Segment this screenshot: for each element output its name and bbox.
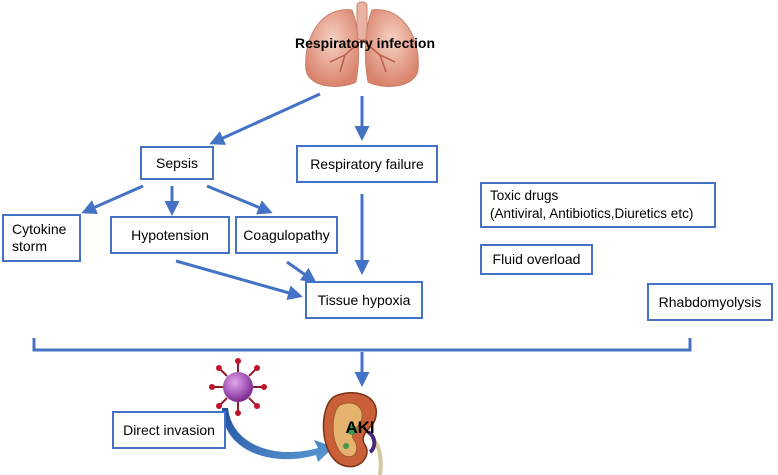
toxic-drugs-box: Toxic drugs (Antiviral, Antibiotics,Diur… bbox=[480, 182, 716, 228]
cytokine-storm-label: Cytokine storm bbox=[12, 221, 67, 254]
hypotension-label: Hypotension bbox=[131, 226, 209, 243]
arrow-sepsis-to-cytokine-storm bbox=[81, 184, 144, 215]
tissue-hypoxia-label: Tissue hypoxia bbox=[317, 291, 411, 308]
respiratory-failure-box: Respiratory failure bbox=[296, 145, 438, 183]
kidney-icon bbox=[322, 392, 383, 475]
curved-arrow-icon bbox=[222, 408, 334, 462]
hypotension-box: Hypotension bbox=[110, 216, 230, 254]
arrow-sepsis-to-coagulopathy bbox=[206, 184, 273, 215]
sepsis-label: Sepsis bbox=[155, 154, 199, 171]
aki-label: AKI bbox=[345, 418, 375, 437]
rhabdomyolysis-box: Rhabdomyolysis bbox=[647, 283, 773, 321]
respiratory-failure-label: Respiratory failure bbox=[310, 155, 424, 172]
connectors bbox=[81, 92, 370, 387]
direct-invasion-label: Direct invasion bbox=[123, 421, 215, 438]
arrow-infection-to-sepsis bbox=[209, 92, 321, 145]
arrow-coagulopathy-to-tissue-hypoxia bbox=[286, 260, 317, 283]
cytokine-storm-box: Cytokine storm bbox=[2, 214, 81, 262]
coagulopathy-box: Coagulopathy bbox=[235, 216, 338, 254]
direct-invasion-box: Direct invasion bbox=[112, 411, 226, 449]
arrow-hypotension-to-tissue-hypoxia bbox=[175, 259, 303, 300]
tissue-hypoxia-box: Tissue hypoxia bbox=[305, 281, 423, 319]
virus-icon bbox=[209, 358, 267, 416]
fluid-overload-box: Fluid overload bbox=[480, 244, 593, 275]
rhabdomyolysis-label: Rhabdomyolysis bbox=[658, 293, 762, 310]
sepsis-box: Sepsis bbox=[140, 146, 214, 180]
toxic-drugs-label: Toxic drugs (Antiviral, Antibiotics,Diur… bbox=[490, 188, 694, 221]
grouping-bracket bbox=[32, 338, 692, 352]
lungs-icon bbox=[305, 1, 419, 87]
fluid-overload-label: Fluid overload bbox=[492, 251, 581, 267]
respiratory-infection-label: Respiratory infection bbox=[294, 35, 436, 51]
coagulopathy-label: Coagulopathy bbox=[243, 226, 330, 243]
